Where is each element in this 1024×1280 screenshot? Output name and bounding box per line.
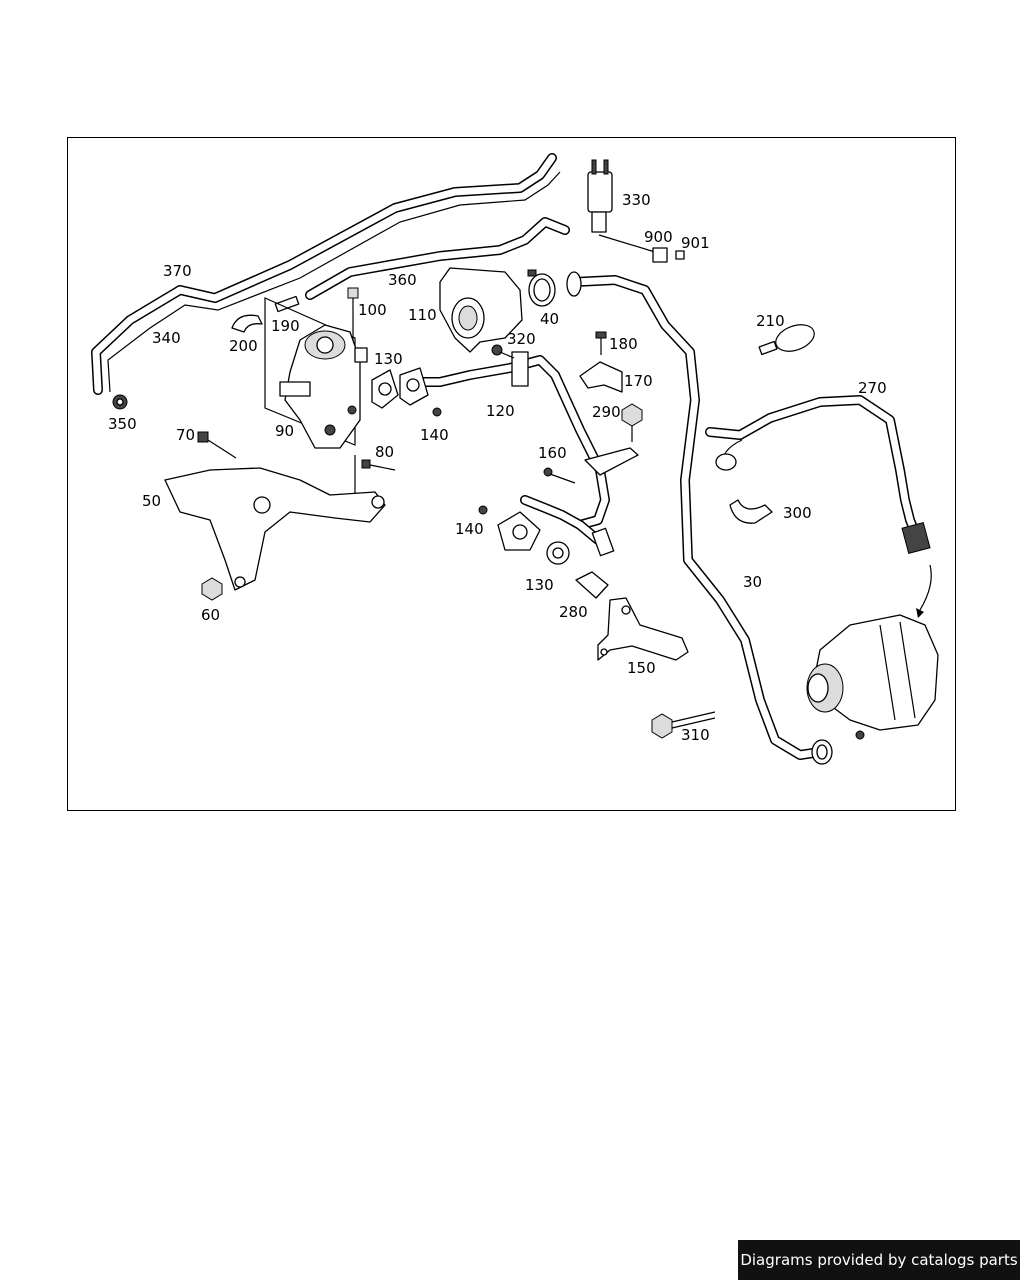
bolt-70: [197, 431, 237, 459]
label-100: 100: [358, 301, 387, 319]
bolt-320: [491, 344, 515, 359]
label-900: 900: [644, 228, 673, 246]
hose-270: [705, 395, 932, 618]
elbow-200: [231, 314, 263, 333]
sensor-330: [587, 159, 656, 253]
label-300: 300: [783, 504, 812, 522]
label-70: 70: [176, 426, 195, 444]
label-110: 110: [408, 306, 437, 324]
label-290: 290: [592, 403, 621, 421]
bolt-60: [201, 577, 223, 601]
label-270: 270: [858, 379, 887, 397]
connector-900: [652, 247, 668, 263]
label-140a: 140: [420, 426, 449, 444]
label-130b: 130: [525, 576, 554, 594]
label-340: 340: [152, 329, 181, 347]
label-190: 190: [271, 317, 300, 335]
label-320: 320: [507, 330, 536, 348]
clamp-40: [527, 269, 556, 307]
screw-180: [595, 331, 607, 355]
cable-tie-210: [758, 324, 815, 356]
label-280: 280: [559, 603, 588, 621]
housing-110: [439, 267, 523, 353]
bracket-50: [164, 467, 386, 591]
label-160: 160: [538, 444, 567, 462]
hose-30: [566, 271, 833, 765]
label-210: 210: [756, 312, 785, 330]
bolt-140b: [478, 505, 488, 515]
label-80: 80: [375, 443, 394, 461]
clamp-300: [729, 499, 773, 524]
label-90: 90: [275, 422, 294, 440]
label-40: 40: [540, 310, 559, 328]
electric-pump: [806, 614, 939, 740]
bracket-170: [579, 361, 623, 393]
label-370: 370: [163, 262, 192, 280]
label-130a: 130: [374, 350, 403, 368]
label-180: 180: [609, 335, 638, 353]
gasket-130b: [546, 541, 570, 565]
bracket-150: [597, 597, 689, 661]
pipe-120: [399, 351, 610, 530]
bolt-160: [543, 447, 639, 484]
label-310: 310: [681, 726, 710, 744]
label-170: 170: [624, 372, 653, 390]
label-60: 60: [201, 606, 220, 624]
label-330: 330: [622, 191, 651, 209]
clip-901: [675, 250, 685, 260]
label-901: 901: [681, 234, 710, 252]
pipe-370: [91, 153, 557, 395]
pipe-360: [305, 217, 570, 300]
label-50: 50: [142, 492, 161, 510]
gasket-130a: [371, 369, 399, 409]
diagram-frame: [67, 137, 956, 811]
plate-280: [575, 571, 609, 599]
bolt-310: [651, 711, 716, 739]
label-140b: 140: [455, 520, 484, 538]
bolt-140a: [432, 407, 442, 417]
label-30: 30: [743, 573, 762, 591]
bolt-290: [621, 403, 643, 442]
clip-350: [112, 394, 128, 410]
label-150: 150: [627, 659, 656, 677]
egr-valve-90: [264, 297, 368, 449]
bolt-80: [354, 455, 396, 500]
label-200: 200: [229, 337, 258, 355]
label-360: 360: [388, 271, 417, 289]
manifold-lower: [497, 495, 615, 557]
label-120: 120: [486, 402, 515, 420]
label-350: 350: [108, 415, 137, 433]
pipe-340: [107, 171, 561, 393]
footer-credit: Diagrams provided by catalogs parts: [738, 1240, 1020, 1280]
